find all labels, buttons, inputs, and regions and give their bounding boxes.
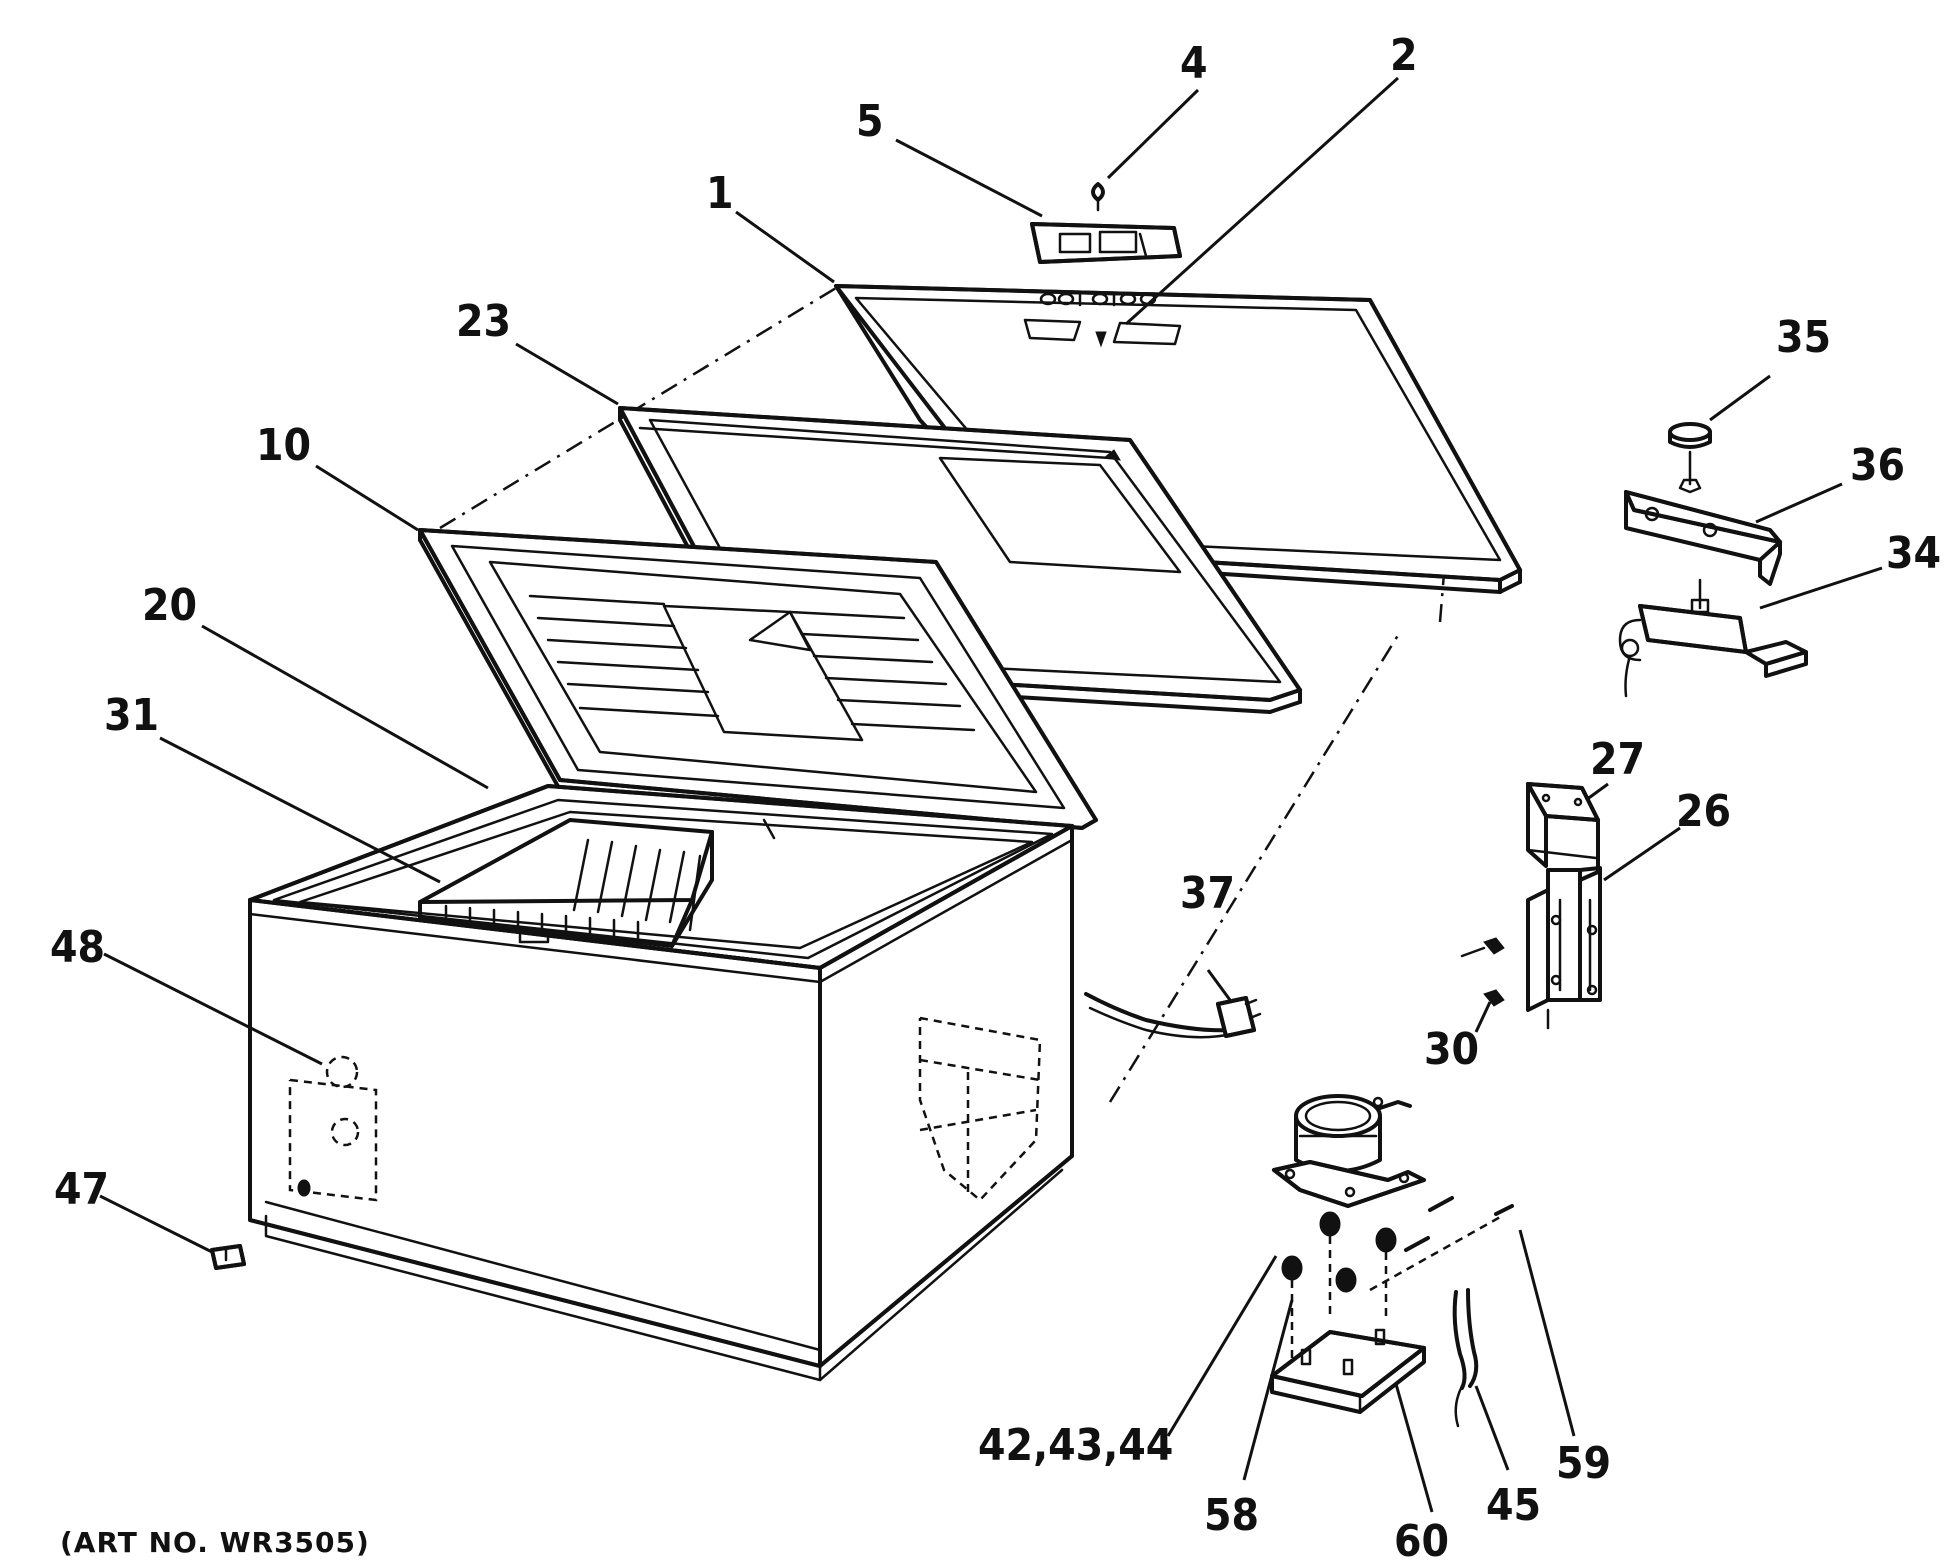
part-label-26: 26 xyxy=(1676,786,1731,837)
capacitor-wire xyxy=(1452,1288,1479,1428)
thermostat xyxy=(1618,578,1808,698)
part-labels: 4 2 5 1 23 10 20 31 35 36 34 27 26 30 37… xyxy=(50,30,1941,1567)
compressor-pins xyxy=(1369,1196,1514,1292)
art-number: (ART NO. WR3505) xyxy=(60,1526,370,1559)
handle-screw xyxy=(1091,182,1105,212)
part-label-10: 10 xyxy=(256,420,311,471)
lid-handle xyxy=(1030,222,1182,264)
compressor-base-pan xyxy=(1270,1328,1426,1414)
wire-basket xyxy=(418,818,714,948)
part-label-59: 59 xyxy=(1556,1438,1611,1489)
lid-liner-grille-right xyxy=(788,610,976,732)
part-label-27: 27 xyxy=(1590,734,1645,785)
thermostat-bracket xyxy=(1624,450,1782,586)
part-label-20: 20 xyxy=(142,580,197,631)
grommets xyxy=(1281,1211,1397,1360)
part-label-1: 1 xyxy=(706,168,734,219)
power-cord xyxy=(1084,992,1262,1039)
hinge-screws xyxy=(1460,937,1505,1007)
part-label-45: 45 xyxy=(1486,1480,1541,1531)
part-label-23: 23 xyxy=(456,296,511,347)
wire-basket-bars xyxy=(444,838,702,946)
part-label-47: 47 xyxy=(54,1164,109,1215)
part-label-5: 5 xyxy=(856,96,884,147)
compressor-mounting-plate xyxy=(1272,1160,1426,1208)
lid-liner xyxy=(418,528,1098,830)
part-label-31: 31 xyxy=(104,690,159,741)
hinge xyxy=(1526,866,1602,1030)
part-label-34: 34 xyxy=(1886,528,1941,579)
part-label-58: 58 xyxy=(1204,1490,1259,1541)
part-label-36: 36 xyxy=(1850,440,1905,491)
lid-liner-grille-left xyxy=(528,594,720,718)
thermostat-knob xyxy=(1668,422,1712,449)
part-label-4: 4 xyxy=(1180,38,1208,89)
part-label-48: 48 xyxy=(50,922,105,973)
part-label-35: 35 xyxy=(1776,312,1831,363)
freezer-cabinet xyxy=(248,784,1074,1382)
drain-plug xyxy=(210,1244,246,1270)
leader-lines xyxy=(99,76,1883,1513)
part-label-42-43-44: 42,43,44 xyxy=(978,1420,1173,1471)
lid-screw xyxy=(1095,331,1107,348)
part-label-2: 2 xyxy=(1390,30,1418,81)
part-label-37: 37 xyxy=(1180,868,1235,919)
compressor xyxy=(1294,1094,1412,1173)
part-label-60: 60 xyxy=(1394,1516,1449,1567)
part-label-30: 30 xyxy=(1424,1024,1479,1075)
